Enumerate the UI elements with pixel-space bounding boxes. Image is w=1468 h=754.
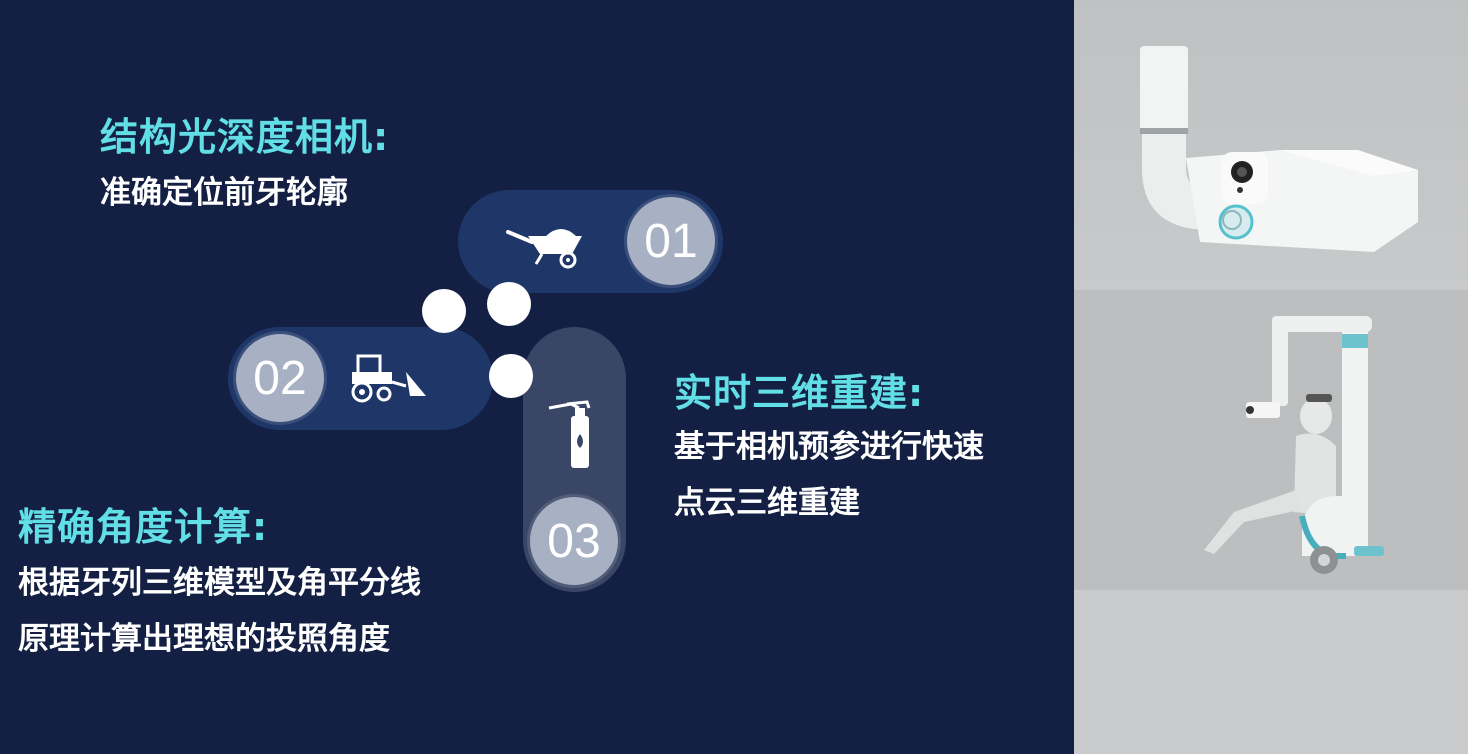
fire-extinguisher-icon	[548, 400, 591, 468]
bulldozer-icon	[351, 354, 426, 403]
reconstruction-title: 实时三维重建:	[674, 371, 925, 415]
wheelbarrow-icon	[506, 229, 582, 269]
decor-dot	[422, 289, 466, 333]
reconstruction-desc-line-2: 点云三维重建	[674, 485, 860, 521]
patient-system-photo	[1074, 290, 1468, 590]
angle-desc-line-1: 根据牙列三维模型及角平分线	[18, 565, 421, 601]
reconstruction-desc-line-1: 基于相机预参进行快速	[674, 429, 984, 465]
decor-dot	[489, 354, 533, 398]
angle-title: 精确角度计算:	[18, 505, 269, 549]
step-3-number: 03	[530, 497, 618, 585]
decor-dot	[487, 282, 531, 326]
structured-light-title: 结构光深度相机:	[100, 115, 390, 159]
step-2-number: 02	[236, 334, 324, 422]
angle-desc-line-2: 原理计算出理想的投照角度	[18, 621, 390, 657]
structured-light-desc: 准确定位前牙轮廓	[100, 175, 348, 211]
camera-device-photo	[1074, 0, 1468, 290]
step-1-number: 01	[627, 197, 715, 285]
